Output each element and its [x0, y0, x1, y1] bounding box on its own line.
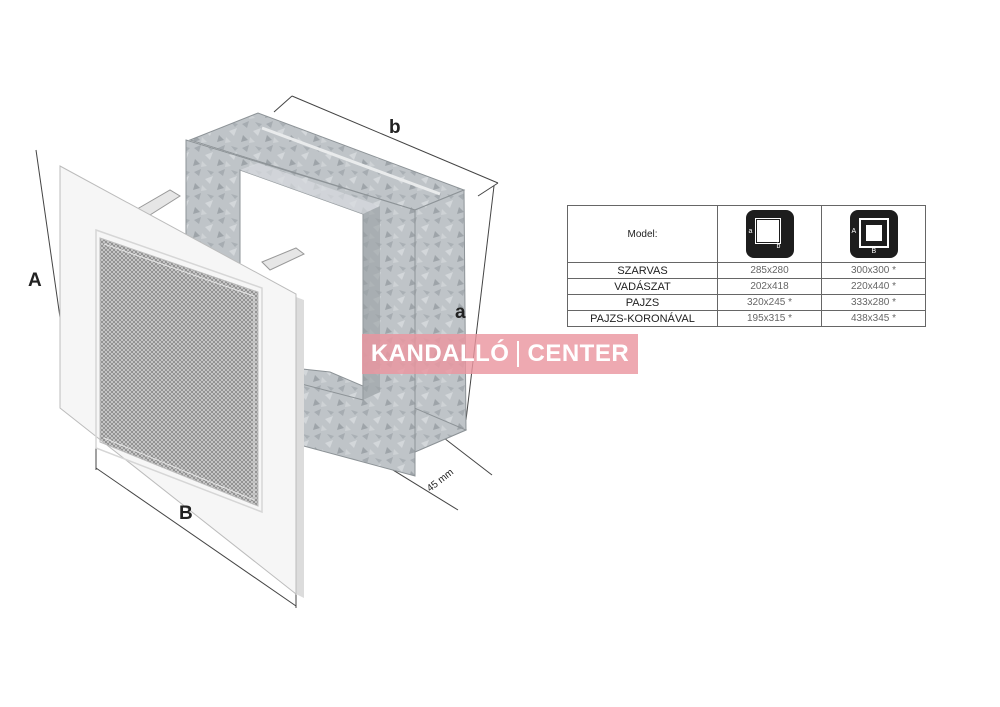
row-large-size: 220x440 *	[821, 278, 926, 295]
row-small-size: 202x418	[717, 278, 822, 295]
header-icon-large-cell: A B	[821, 205, 926, 263]
watermark-logo: KANDALLÓ CENTER	[362, 334, 638, 374]
row-large-size: 300x300 *	[821, 262, 926, 279]
label-A: A	[28, 270, 42, 291]
dimension-line-a	[465, 185, 495, 421]
white-front-grille	[59, 165, 304, 598]
table-header-row: Model: a b A B	[567, 205, 926, 263]
icon-letter-bottom: B	[871, 248, 877, 255]
label-b: b	[389, 117, 401, 138]
row-large-size: 333x280 *	[821, 294, 926, 311]
model-label: Model:	[567, 205, 718, 263]
watermark-divider	[517, 341, 520, 367]
row-large-size: 438x345 *	[821, 310, 926, 327]
row-small-size: 195x315 *	[717, 310, 822, 327]
row-small-size: 285x280	[717, 262, 822, 279]
large-square-shape	[858, 218, 889, 248]
table-row: PAJZS-KORONÁVAL 195x315 * 438x345 *	[567, 310, 926, 327]
row-model-name: PAJZS-KORONÁVAL	[567, 310, 718, 327]
watermark-right-text: CENTER	[527, 340, 630, 367]
label-B: B	[179, 503, 193, 524]
large-square-inner	[865, 225, 882, 241]
table-row: SZARVAS 285x280 300x300 *	[567, 262, 926, 279]
row-model-name: PAJZS	[567, 294, 718, 311]
dimension-line-b	[273, 95, 499, 197]
row-small-size: 320x245 *	[717, 294, 822, 311]
spec-table: Model: a b A B SZARVAS 285x280 300x300 *…	[567, 205, 926, 327]
header-icon-small-cell: a b	[717, 205, 822, 263]
icon-letter-side: a	[748, 228, 753, 235]
label-depth: 45 mm	[425, 467, 456, 494]
small-square-shape	[754, 218, 781, 244]
row-model-name: SZARVAS	[567, 262, 718, 279]
large-frame-icon: A B	[849, 210, 898, 258]
row-model-name: VADÁSZAT	[567, 278, 718, 295]
table-row: PAJZS 320x245 * 333x280 *	[567, 294, 926, 311]
watermark-left-text: KANDALLÓ	[370, 340, 510, 367]
icon-letter-side: A	[851, 228, 857, 235]
icon-letter-bottom: b	[776, 243, 781, 250]
small-frame-icon: a b	[745, 210, 794, 258]
table-row: VADÁSZAT 202x418 220x440 *	[567, 278, 926, 295]
label-a: a	[455, 302, 466, 323]
